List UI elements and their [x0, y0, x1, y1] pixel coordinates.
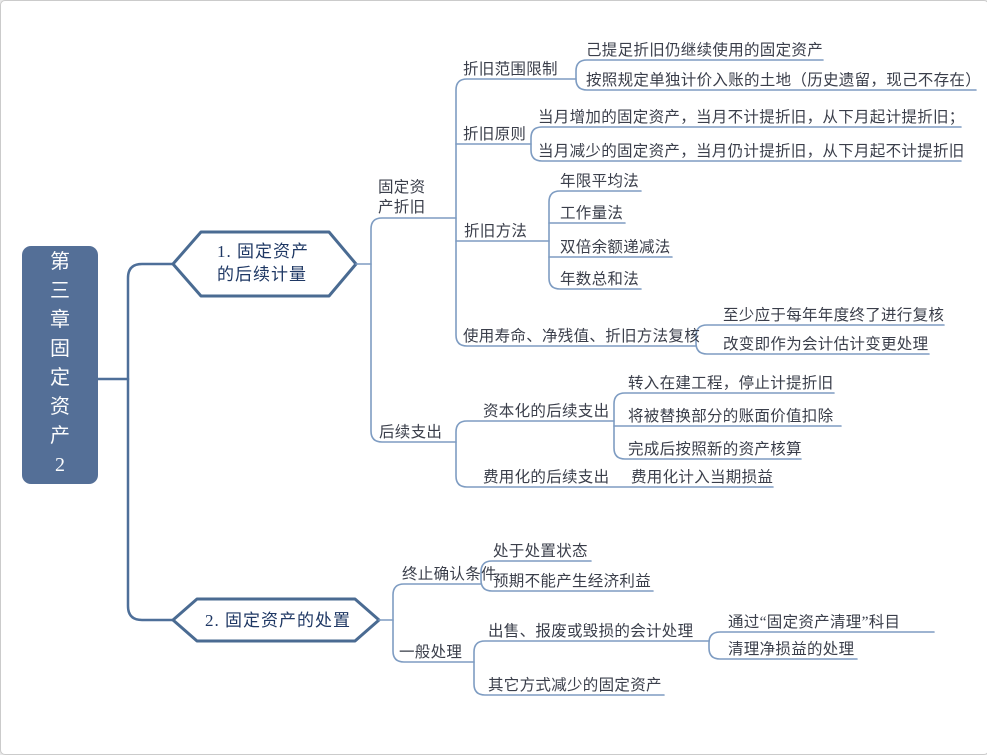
leaf-expensed-1[interactable]: 费用化计入当期损益: [631, 469, 774, 486]
bracket-depreciation-children: [455, 78, 697, 347]
node-sale-scrap-damage[interactable]: 出售、报废或毁损的会计处理: [488, 623, 694, 640]
leaf-review-2[interactable]: 改变即作为会计估计变更处理: [723, 336, 929, 353]
leaf-method-4[interactable]: 年数总和法: [560, 271, 640, 288]
leaf-review-1[interactable]: 至少应于每年年度终了进行复核: [723, 307, 945, 324]
leaf-derecognition-1[interactable]: 处于处置状态: [493, 543, 588, 560]
bracket-scope-children: [575, 59, 977, 91]
main-bracket-line: [126, 262, 175, 622]
leaf-scope-1[interactable]: 己提足折旧仍继续使用的固定资产: [586, 42, 824, 59]
leaf-principle-2[interactable]: 当月减少的固定资产，当月仍计提折旧，从下月起不计提折旧: [538, 143, 965, 160]
leaf-sale-2[interactable]: 清理净损益的处理: [728, 641, 855, 658]
node-general-treatment[interactable]: 一般处理: [399, 644, 463, 661]
node-scope-limit[interactable]: 折旧范围限制: [463, 61, 558, 78]
leaf-other-decrease[interactable]: 其它方式减少的固定资产: [488, 677, 662, 694]
leaf-capitalized-1[interactable]: 转入在建工程，停止计提折旧: [628, 375, 834, 392]
leaf-method-2[interactable]: 工作量法: [560, 205, 624, 222]
leaf-capitalized-2[interactable]: 将被替换部分的账面价值扣除: [628, 408, 834, 425]
bracket-sale-children: [708, 631, 935, 660]
leaf-method-1[interactable]: 年限平均法: [560, 173, 640, 190]
bracket-derecognition-children: [480, 560, 654, 592]
bracket-principle-children: [530, 126, 962, 162]
bracket-b2-children: [392, 583, 482, 663]
node-depreciation[interactable]: 固定资 产折旧: [378, 179, 426, 216]
node-principle[interactable]: 折旧原则: [463, 126, 527, 143]
bracket-general-children: [473, 640, 710, 696]
node-expensed-expense[interactable]: 费用化的后续支出: [483, 469, 610, 486]
leaf-derecognition-2[interactable]: 预期不能产生经济利益: [493, 573, 652, 590]
leaf-sale-1[interactable]: 通过“固定资产清理”科目: [728, 614, 901, 631]
leaf-principle-1[interactable]: 当月增加的固定资产，当月不计提折旧，从下月起计提折旧；: [538, 109, 965, 126]
leaf-capitalized-3[interactable]: 完成后按照新的资产核算: [628, 441, 802, 458]
root-node[interactable]: 第 三 章 固 定 资 产 2: [22, 246, 98, 484]
node-capitalized-expense[interactable]: 资本化的后续支出: [483, 403, 610, 420]
leaf-scope-2[interactable]: 按照规定单独计价入账的土地（历史遗留，现己不存在）: [586, 72, 982, 89]
bracket-review-children: [695, 324, 945, 355]
node-derecognition[interactable]: 终止确认条件: [402, 566, 497, 583]
branch2-label[interactable]: 2. 固定资产的处置: [205, 611, 351, 630]
leaf-method-3[interactable]: 双倍余额递减法: [560, 239, 671, 256]
bracket-methods-children: [548, 190, 642, 290]
bracket-expense-children: [455, 420, 774, 488]
node-review[interactable]: 使用寿命、净残值、折旧方法复核: [463, 328, 701, 345]
branch1-label[interactable]: 1. 固定资产 的后续计量: [217, 242, 309, 284]
bracket-b1-children: [370, 217, 457, 443]
node-subsequent-expense[interactable]: 后续支出: [379, 424, 443, 441]
node-methods[interactable]: 折旧方法: [464, 223, 528, 240]
